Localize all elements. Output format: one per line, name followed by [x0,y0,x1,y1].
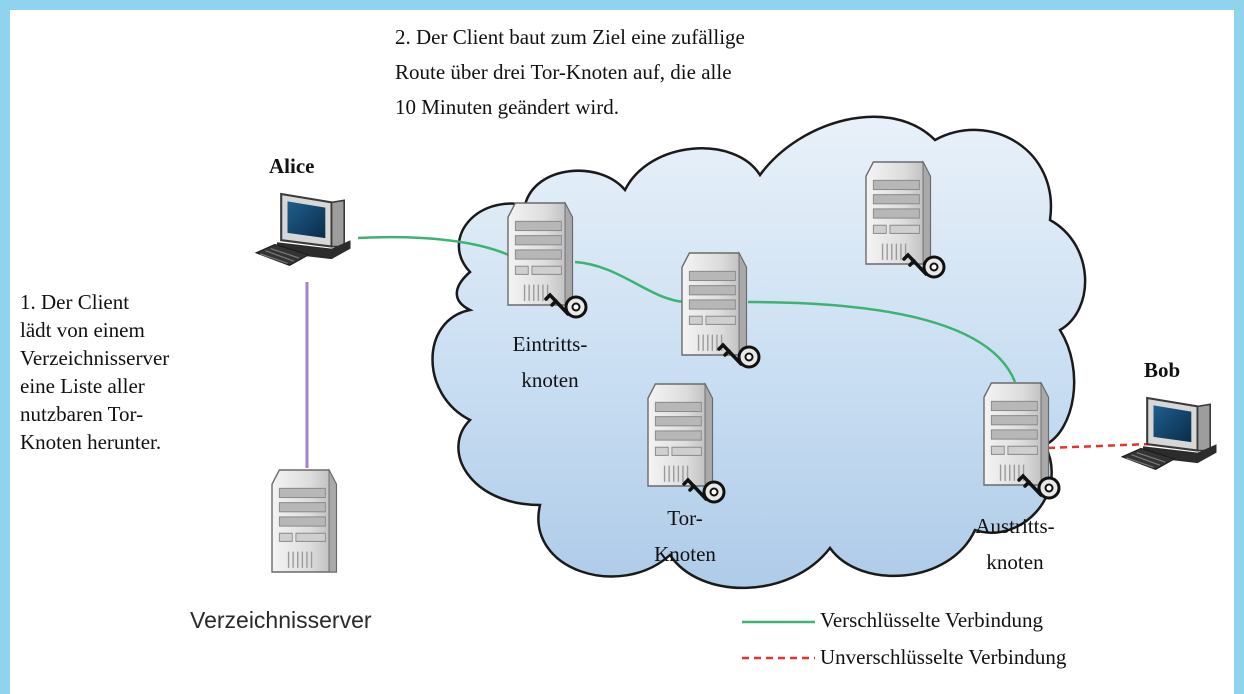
tor-node-label: Tor- Knoten [654,506,716,566]
legend-unencrypted-label: Unverschlüsselte Verbindung [820,645,1067,669]
legend-encrypted-label: Verschlüsselte Verbindung [820,608,1043,632]
encrypted-connection-alice-entry [357,235,516,260]
alice-label: Alice [269,154,315,178]
bob-label: Bob [1144,358,1181,382]
entry-node-server-icon [507,202,574,306]
encrypted-connection-middle-exit [747,300,1017,383]
encrypted-connection-entry-middle [574,260,686,304]
bob-computer-icon [1120,396,1218,471]
step2-description: 2. Der Client baut zum Ziel eine zufälli… [395,25,745,119]
exit-node-server-icon [983,382,1050,486]
entry-node-label: Eintritts- knoten [512,332,588,392]
middle-node-server-icon [681,252,748,356]
step1-description: 1. Der Client lädt von einem Verzeichnis… [20,290,170,454]
unencrypted-connection-exit-bob [1047,442,1151,450]
alice-computer-icon [254,192,352,267]
tor-node-server-icon [647,383,714,487]
directory-server-icon [271,469,338,573]
exit-node-label: Austritts- knoten [975,514,1055,574]
idle-node-server-icon [865,161,932,265]
directory-server-label: Verzeichnisserver [190,607,372,633]
